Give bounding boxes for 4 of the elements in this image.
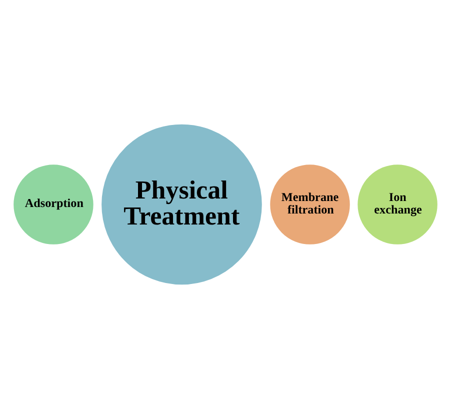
node-circle: Adsorption [12,162,96,246]
node-circle: Membrane filtration [268,162,352,246]
node-circle: Physical Treatment [100,122,264,286]
node-circle: Ion exchange [356,162,440,246]
